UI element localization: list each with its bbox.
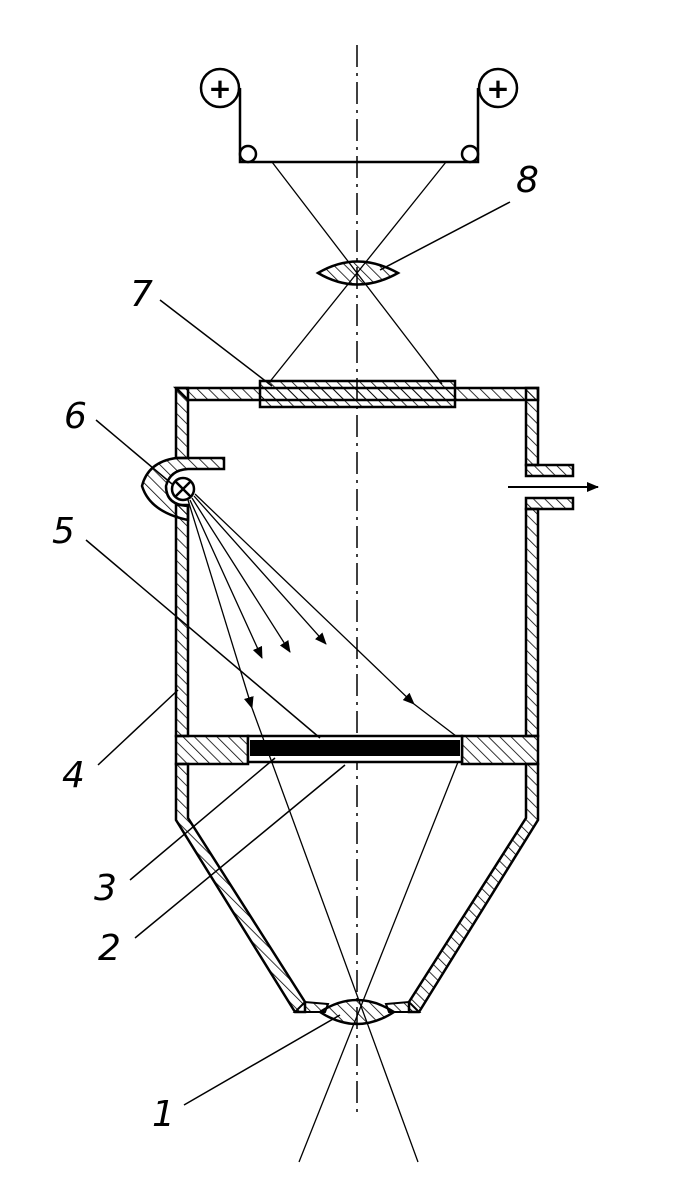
label-7: 7 [130,274,153,315]
plate-3-layer [250,740,460,756]
left-guide-roller [238,144,258,164]
lamp-6 [170,476,196,502]
label-2: 2 [98,928,121,969]
window-7 [258,379,457,409]
lower-rays [251,707,459,1163]
lamp-rays [187,493,457,737]
label-8: 8 [516,160,539,201]
label-3: 3 [94,868,117,909]
right-guide-roller [460,144,480,164]
label-5: 5 [52,511,75,552]
left-reel-symbol: + [208,72,231,105]
lens-1 [317,998,397,1026]
film-transport: + + [199,67,519,164]
lamp-housing [140,456,226,522]
label-1: 1 [152,1094,175,1135]
label-6: 6 [64,396,87,437]
label-4: 4 [62,755,85,796]
exhaust-outlet [524,463,575,478]
film-strip [238,88,480,164]
right-reel-symbol: + [486,72,509,105]
lens-8 [315,260,401,286]
leader-lines [85,201,511,1106]
